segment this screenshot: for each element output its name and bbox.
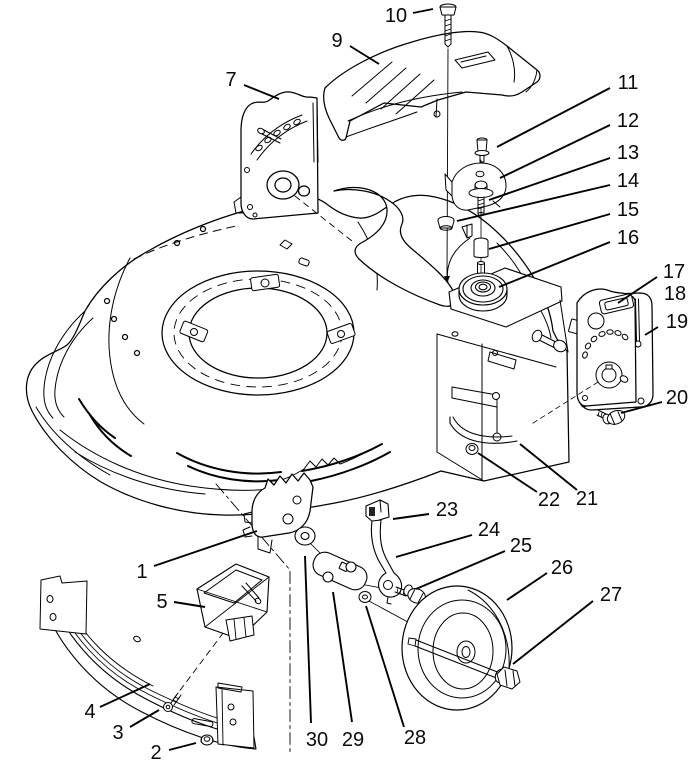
part-25-shoulder-bolt xyxy=(394,584,426,604)
callout-label-15: 15 xyxy=(617,199,639,221)
callout-leader-13 xyxy=(488,157,611,201)
callout-label-22: 22 xyxy=(538,489,560,511)
callout-label-10: 10 xyxy=(385,5,407,27)
callout-label-9: 9 xyxy=(331,30,342,52)
part-30-washer xyxy=(294,526,316,546)
callout-leader-12 xyxy=(499,124,611,179)
callout-label-1: 1 xyxy=(136,561,147,583)
part-27-axle-bolt xyxy=(407,637,521,690)
callout-leader-11 xyxy=(496,87,611,148)
part-16-pulley xyxy=(458,272,508,312)
callout-label-3: 3 xyxy=(112,722,123,744)
callout-label-11: 11 xyxy=(618,72,639,94)
callout-label-12: 12 xyxy=(617,110,639,132)
callout-leader-29 xyxy=(332,591,353,723)
callout-leader-25 xyxy=(415,550,506,590)
callout-label-26: 26 xyxy=(551,557,573,579)
callout-label-4: 4 xyxy=(84,701,95,723)
callout-label-24: 24 xyxy=(478,519,500,541)
callout-label-19: 19 xyxy=(666,311,688,333)
callout-label-20: 20 xyxy=(666,387,688,409)
deck-side-bolt xyxy=(531,329,567,353)
callout-leader-22 xyxy=(477,452,538,493)
callout-leader-14 xyxy=(456,184,611,222)
part-28-washer xyxy=(358,591,372,603)
part-5-mulch-plug xyxy=(196,563,270,642)
callout-label-30: 30 xyxy=(306,729,328,751)
callout-label-18: 18 xyxy=(664,283,686,305)
callout-leader-28 xyxy=(365,605,405,728)
callout-leader-4 xyxy=(99,683,151,708)
part-23-lever xyxy=(365,499,403,605)
part-15-spacer xyxy=(473,237,489,258)
callout-leader-19 xyxy=(644,326,659,336)
part-11-screw xyxy=(474,137,490,163)
part-4-deflector xyxy=(39,575,257,750)
callout-leader-21 xyxy=(519,443,578,491)
part-3-screw xyxy=(163,692,182,712)
callout-label-2: 2 xyxy=(150,742,161,764)
callout-leader-30 xyxy=(304,555,312,724)
callout-leader-16 xyxy=(498,241,611,288)
part-2-nut xyxy=(200,734,214,746)
part-7-height-adjuster-plate xyxy=(233,91,353,242)
callout-label-7: 7 xyxy=(225,69,236,91)
callout-leader-17 xyxy=(617,276,658,304)
callout-leader-5 xyxy=(173,601,206,608)
callout-leader-23 xyxy=(392,513,430,520)
callout-leader-24 xyxy=(395,534,473,558)
nut-22 xyxy=(465,443,479,455)
part-9-belt-cover xyxy=(323,30,541,141)
callout-leader-27 xyxy=(512,600,594,665)
callout-label-16: 16 xyxy=(617,227,639,249)
part-1-quadrant-bracket xyxy=(242,472,314,554)
right-adjuster-assembly xyxy=(529,288,654,426)
callout-leader-7 xyxy=(243,84,280,100)
callout-leader-1 xyxy=(153,530,258,567)
part-14-cap-plug xyxy=(437,216,455,231)
deck-center-ring xyxy=(161,270,356,396)
callout-leader-3 xyxy=(129,709,160,728)
callout-label-28: 28 xyxy=(404,727,426,749)
callout-label-14: 14 xyxy=(617,170,639,192)
rear-door-curl xyxy=(449,416,518,444)
callout-label-27: 27 xyxy=(600,584,622,606)
part-29-link-plate xyxy=(312,551,368,591)
callout-label-13: 13 xyxy=(617,142,639,164)
callout-leader-2 xyxy=(168,742,197,751)
part-20-bolt xyxy=(596,409,626,425)
callout-leader-9 xyxy=(349,45,380,65)
clip-bracket xyxy=(461,223,473,239)
deflector-assembly xyxy=(39,563,270,750)
phantom-boundary xyxy=(215,483,291,753)
part-10-bolt xyxy=(439,3,457,283)
callout-label-21: 21 xyxy=(576,488,598,510)
callout-layer: 1234579101112131415161718192021222324252… xyxy=(84,5,688,764)
axis-arrow xyxy=(444,276,450,283)
part-26-wheel xyxy=(401,585,513,711)
callout-leader-10 xyxy=(412,8,434,14)
callout-leader-26 xyxy=(506,572,548,601)
wheel-height-assembly xyxy=(215,472,521,753)
adjuster-pin xyxy=(257,127,282,144)
callout-leader-15 xyxy=(488,213,611,250)
callout-label-29: 29 xyxy=(342,729,364,751)
part-13-bolt-washer xyxy=(468,180,494,216)
callout-label-23: 23 xyxy=(436,499,458,521)
deck-belt-channel xyxy=(333,186,456,307)
callout-leader-20 xyxy=(620,401,663,414)
callout-label-25: 25 xyxy=(510,535,532,557)
callout-label-5: 5 xyxy=(156,591,167,613)
callout-label-17: 17 xyxy=(663,261,685,283)
